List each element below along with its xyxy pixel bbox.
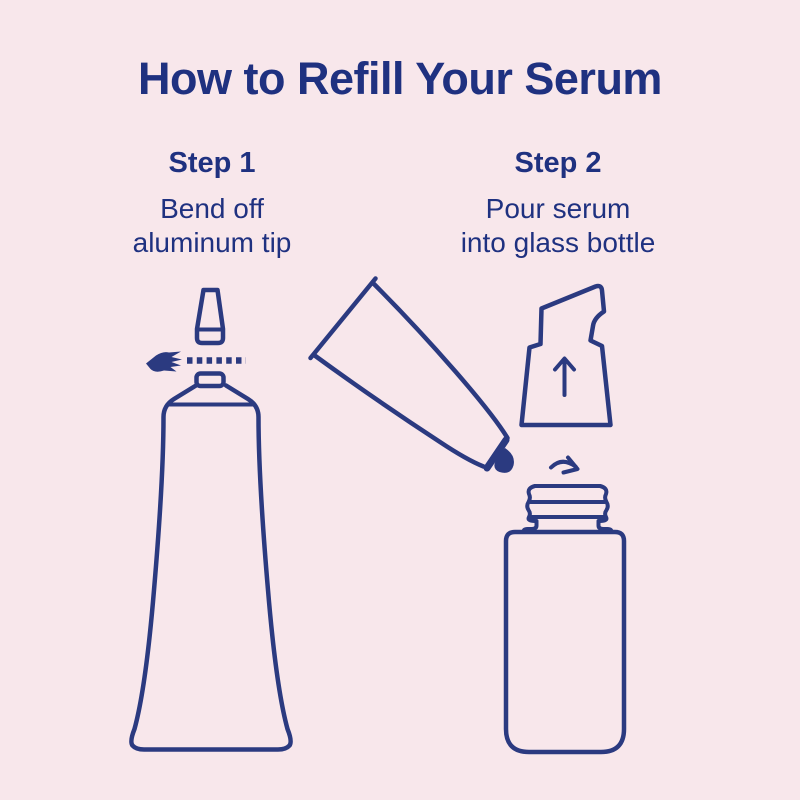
tilted-tube-bottom-edge	[311, 352, 486, 469]
up-arrow-head	[553, 356, 576, 372]
step1-text-block: Step 1 Bend off aluminum tip	[52, 146, 372, 260]
bottle-body	[503, 529, 627, 755]
glass-bottle-illustration	[503, 484, 627, 755]
tilted-squeeze-tube	[308, 276, 514, 473]
flick-hand-icon	[146, 351, 182, 372]
pour-arrow-head	[561, 455, 580, 475]
step1-desc-line1: Bend off	[160, 192, 264, 224]
tube-nozzle	[194, 371, 226, 389]
step1-tube-illustration	[129, 287, 293, 752]
step1-desc-line2: aluminum tip	[132, 226, 292, 258]
aluminum-tip	[194, 287, 226, 346]
tilted-tube-crimp-edge	[308, 276, 378, 361]
step2-pour-illustration	[308, 276, 627, 755]
serum-drop	[494, 448, 514, 473]
squeeze-tube-body	[129, 383, 293, 752]
step1-heading: Step 1	[168, 147, 256, 179]
page-title: How to Refill Your Serum	[138, 53, 662, 104]
tilted-tube-top-edge	[370, 280, 510, 441]
step2-text-block: Step 2 Pour serum into glass bottle	[398, 146, 718, 260]
tilted-tube-cut-tip	[483, 436, 510, 472]
step2-desc-line2: into glass bottle	[460, 226, 656, 258]
pour-arrow-group	[549, 455, 580, 475]
step2-desc-line1: Pour serum	[485, 192, 631, 224]
pump-cap	[519, 283, 613, 428]
step2-heading: Step 2	[514, 147, 602, 179]
pump-cap-group	[519, 283, 613, 428]
